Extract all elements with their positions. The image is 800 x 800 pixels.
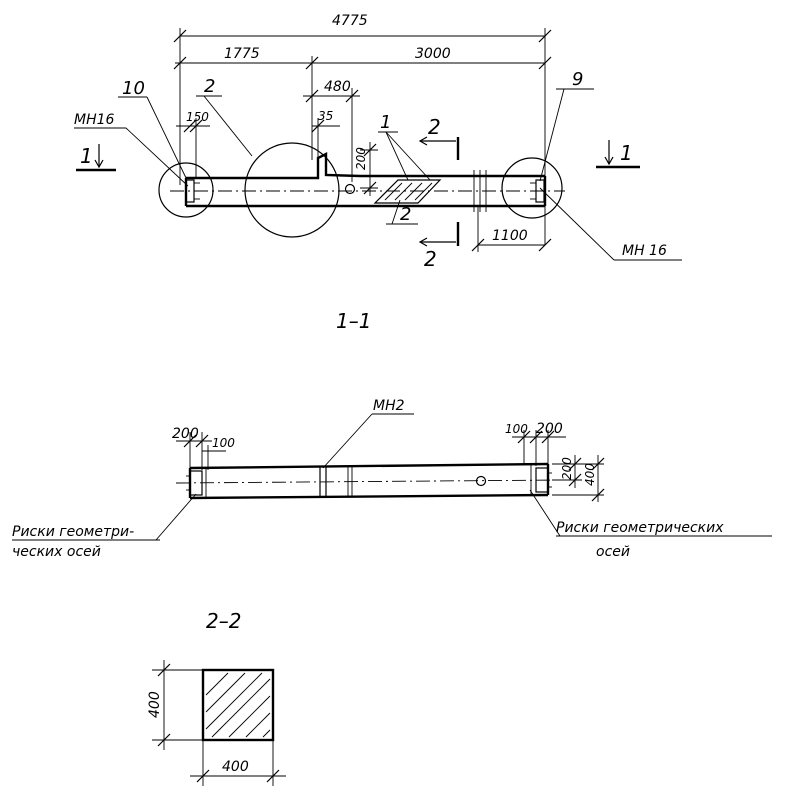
dim-400-vertical-label: 400	[583, 463, 597, 486]
leader-mn16-left: МН16	[74, 112, 189, 187]
dim-1100-label: 1100	[492, 228, 528, 244]
dimension-left-200-100: 200 100	[172, 426, 235, 470]
dim-100-right-label: 100	[505, 422, 528, 436]
dim-right-label: 3000	[415, 46, 451, 62]
dimension-right-100-200: 100 200	[505, 421, 566, 466]
section-2-2-title: 2–2	[206, 609, 241, 633]
beam-plan	[170, 152, 565, 212]
dim-200-right-label: 200	[536, 421, 563, 437]
dimension-200-vertical: 200	[354, 142, 378, 196]
leader-9: 9	[539, 69, 594, 182]
section-2-2-view: 2–2 400 400	[147, 609, 286, 786]
dim-480-label: 480	[324, 79, 351, 95]
dim-200-vertical-label: 200	[354, 147, 368, 170]
dim-100-left-label: 100	[212, 436, 235, 450]
label-mn2: МН2	[373, 398, 405, 414]
detail-circle-middle	[244, 142, 340, 238]
dimension-1100: 1100	[471, 205, 552, 252]
note-right-line2: осей	[596, 544, 630, 560]
label-mn16-left: МН16	[74, 112, 115, 128]
dimension-150: 150	[176, 110, 210, 178]
hole-icon	[344, 183, 356, 195]
hole-icon	[475, 475, 487, 487]
section-1-1-title: 1–1	[336, 309, 371, 333]
dim-150-label: 150	[186, 110, 209, 124]
label-1-leader: 1	[380, 112, 391, 133]
label-9: 9	[572, 69, 583, 90]
leader-2: 2	[196, 76, 253, 157]
detail-circle-left	[158, 162, 214, 218]
detail-circle-right	[501, 157, 563, 219]
note-left-line2: ческих осей	[12, 544, 101, 560]
note-right-line1: Риски геометрических	[556, 520, 724, 536]
dim-left-label: 1775	[224, 46, 260, 62]
section-mark-2-top: 2	[418, 115, 460, 160]
section-mark-1-left: 1	[76, 144, 116, 172]
dim-total-label: 4775	[332, 13, 368, 29]
section-2-top-label: 2	[428, 115, 441, 139]
plan-view: 4775 1775 3000 480 35	[74, 13, 682, 271]
section-1-left-label: 1	[80, 144, 93, 168]
dimension-width-400: 400	[190, 740, 286, 786]
cross-section-hatch	[205, 672, 271, 738]
dim-200-left-label: 200	[172, 426, 199, 442]
note-axes-right: Риски геометрических осей	[529, 489, 772, 560]
label-10: 10	[122, 78, 145, 99]
section-2-bottom-label: 2	[424, 247, 437, 271]
label-2-lower: 2	[400, 204, 411, 225]
leader-10: 10	[118, 78, 188, 181]
section-mark-1-right: 1	[596, 140, 640, 169]
note-left-line1: Риски геометри-	[12, 524, 134, 540]
dim-width-label: 400	[222, 759, 249, 775]
dimension-vertical-200-400: 200 400	[552, 455, 605, 502]
dim-height-label: 400	[147, 691, 163, 718]
leader-1: 1	[378, 112, 431, 181]
cross-section-square	[201, 668, 275, 742]
dim-35-label: 35	[318, 109, 333, 123]
dimension-chain-top: 1775 3000	[173, 46, 552, 160]
dim-200-vertical-label: 200	[560, 457, 574, 480]
beam-elevation	[175, 462, 566, 500]
label-2-leader: 2	[204, 76, 215, 97]
section-1-1-view: 1–1	[12, 309, 772, 560]
leader-2-lower: 2	[386, 199, 418, 225]
dimension-height-400: 400	[147, 660, 203, 750]
leader-mn2: МН2	[322, 398, 414, 469]
dimension-35: 35	[311, 109, 340, 162]
dimension-480: 480	[303, 79, 360, 182]
leader-mn16-right: МН 16	[539, 187, 682, 261]
section-1-right-label: 1	[620, 141, 633, 165]
dimension-total: 4775	[173, 13, 552, 245]
label-mn16-right: МН 16	[622, 243, 667, 259]
section-mark-2-bottom: 2	[418, 222, 460, 271]
note-axes-left: Риски геометри- ческих осей	[12, 493, 197, 560]
